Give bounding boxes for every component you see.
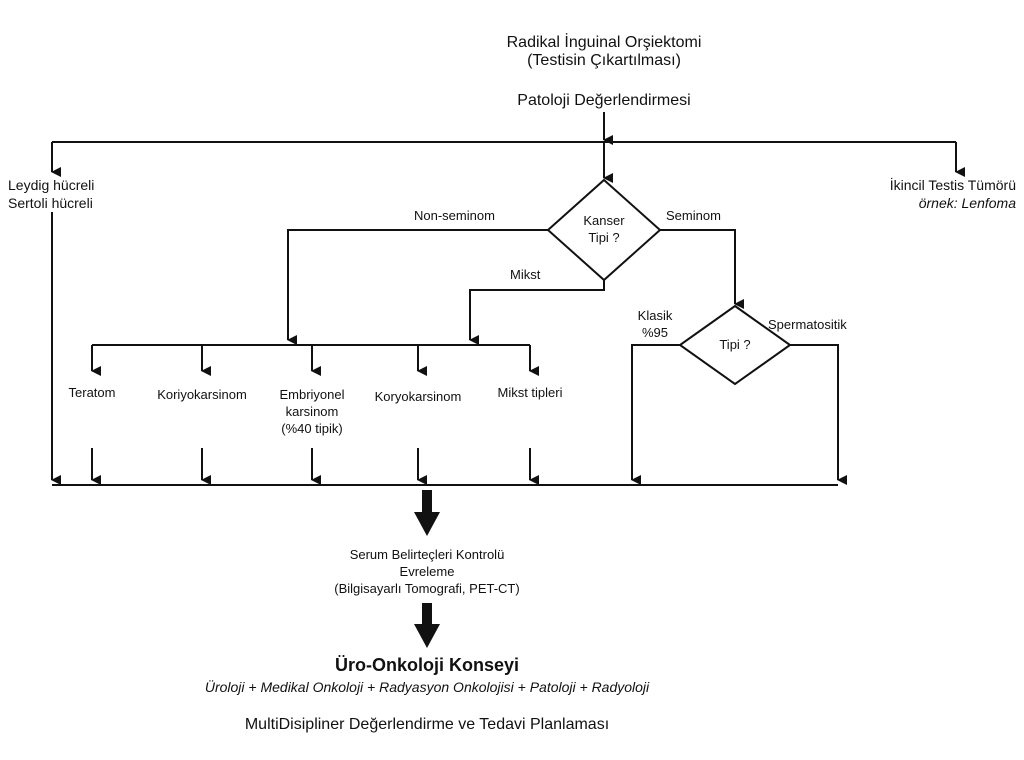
decision-seminoma-type-diamond bbox=[678, 304, 792, 386]
bold-arrow-2-head bbox=[414, 624, 440, 648]
orchiectomy-line2: (Testisin Çıkartılması) bbox=[527, 52, 681, 69]
secondary-tumor-line: İkincil Testis Tümörü bbox=[889, 177, 1016, 193]
connector-spermatocytic bbox=[790, 344, 847, 485]
connector-non-seminoma bbox=[287, 229, 548, 345]
bold-arrow-2-shaft bbox=[422, 603, 432, 627]
connector-seminoma bbox=[660, 229, 744, 309]
staging-line: Evreleme bbox=[399, 564, 455, 579]
staging-block: Serum Belirteçleri Kontrolü Evreleme (Bi… bbox=[277, 546, 577, 597]
spermatocytic-label: Spermatositik bbox=[768, 317, 847, 332]
bold-arrow-1-shaft bbox=[422, 490, 432, 514]
choriocarcinoma1-label: Koriyokarsinom bbox=[157, 387, 247, 402]
mixed-types-label: Mikst tipleri bbox=[497, 385, 563, 400]
imaging-line: (Bilgisayarlı Tomografi, PET-CT) bbox=[334, 581, 520, 596]
council-members: Üroloji + Medikal Onkoloji + Radyasyon O… bbox=[204, 679, 650, 695]
leydig-line: Leydig hücreli bbox=[8, 177, 95, 193]
classic-text: Klasik bbox=[637, 308, 673, 323]
leydig-sertoli-label: Leydig hücreli Sertoli hücreli bbox=[8, 176, 94, 212]
cancer-type-line1: Kanser bbox=[583, 213, 625, 228]
serum-markers-line: Serum Belirteçleri Kontrolü bbox=[349, 547, 505, 562]
pathology-evaluation: Patoloji Değerlendirmesi bbox=[517, 92, 691, 109]
mixed-label: Mikst bbox=[510, 267, 541, 282]
council-title: Üro-Onkoloji Konseyi bbox=[334, 655, 520, 675]
teratoma-label: Teratom bbox=[68, 385, 116, 400]
cancer-type-line2: Tipi ? bbox=[588, 230, 620, 245]
secondary-tumor-label: İkincil Testis Tümörü örnek: Lenfoma bbox=[890, 176, 1016, 212]
embryonal-line3: (%40 tipik) bbox=[281, 421, 343, 436]
final-planning: MultiDisipliner Değerlendirme ve Tedavi … bbox=[244, 716, 610, 733]
classic-label: Klasik %95 bbox=[630, 307, 680, 341]
choriocarcinoma2-label: Koryokarsinom bbox=[374, 389, 462, 404]
lymphoma-example: örnek: Lenfoma bbox=[918, 195, 1016, 211]
cancer-type-decision-text: Kanser Tipi ? bbox=[564, 212, 644, 246]
seminoma-type-decision-text: Tipi ? bbox=[719, 337, 751, 352]
non-seminoma-label: Non-seminom bbox=[414, 208, 495, 223]
bold-arrow-1-head bbox=[414, 512, 440, 536]
seminoma-label: Seminom bbox=[666, 208, 721, 223]
embryonal-carcinoma-label: Embriyonel karsinom (%40 tipik) bbox=[262, 386, 362, 437]
sertoli-line: Sertoli hücreli bbox=[8, 195, 93, 211]
connector-mixed bbox=[469, 280, 605, 345]
classic-percent: %95 bbox=[641, 325, 669, 340]
connector-classic bbox=[631, 344, 680, 485]
orchiectomy-title: Radikal İnguinal Orşiektomi (Testisin Çı… bbox=[454, 34, 754, 70]
embryonal-line2: karsinom bbox=[285, 404, 339, 419]
orchiectomy-line1: Radikal İnguinal Orşiektomi bbox=[506, 34, 702, 51]
embryonal-line1: Embriyonel bbox=[279, 387, 345, 402]
